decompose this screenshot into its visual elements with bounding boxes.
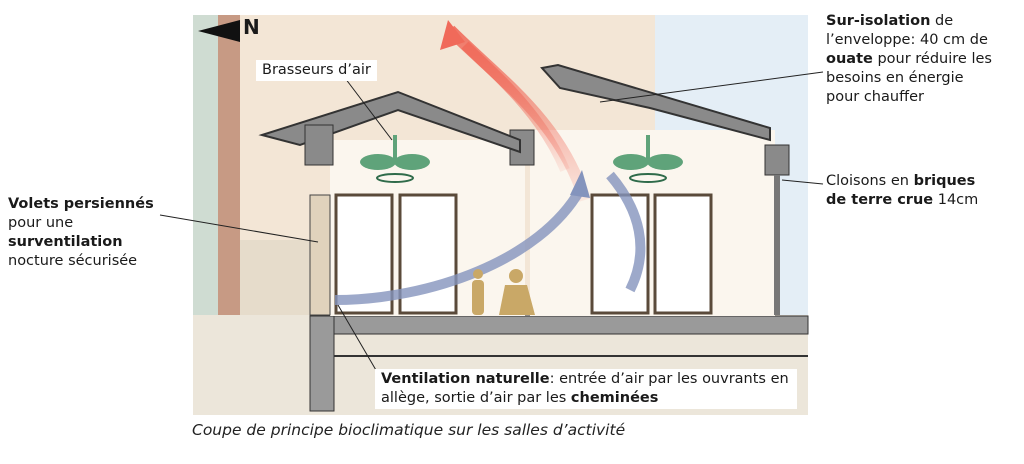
label-cloisons: Cloisons en briques de terre crue 14cm — [826, 172, 996, 210]
people-silhouettes — [472, 269, 535, 315]
warm-arrow-head — [440, 20, 465, 50]
label-text: 14cm — [933, 192, 979, 208]
label-text: pour une — [8, 215, 74, 231]
label-brasseurs-dair: Brasseurs d’air — [256, 60, 377, 81]
roof-right — [540, 63, 771, 142]
label-bold: briques de terre crue — [826, 173, 976, 208]
label-bold: Ventilation naturelle — [381, 371, 550, 387]
foundation — [309, 315, 335, 412]
label-text: Cloisons en — [826, 173, 914, 189]
label-bold: surventilation — [8, 234, 123, 250]
label-text: : entrée d’air par les ouvrants en allèg… — [381, 371, 789, 406]
label-bold: ouate — [826, 51, 873, 67]
ceiling-fan-right — [613, 135, 683, 183]
label-text: Brasseurs d’air — [262, 62, 371, 78]
cool-arrow-head — [570, 170, 590, 198]
label-bold: cheminées — [570, 390, 659, 406]
ceiling-fan-left — [360, 135, 430, 183]
north-arrow-icon — [198, 20, 240, 42]
figure-caption: Coupe de principe bioclimatique sur les … — [192, 421, 626, 439]
label-sur-isolation: Sur-isolation de l’enveloppe: 40 cm de o… — [826, 12, 1001, 107]
floor-slab — [309, 315, 809, 335]
compass-label: N — [243, 15, 260, 39]
roof-left — [258, 90, 521, 154]
louvered-shutter — [309, 194, 331, 316]
stone-wall — [240, 240, 310, 315]
vegetation — [193, 15, 218, 315]
label-text: pour réduire les besoins en énergie pour… — [826, 51, 992, 105]
brick-wall — [218, 15, 240, 315]
window — [653, 193, 713, 315]
label-bold: Sur-isolation — [826, 13, 931, 29]
label-text: nocture sécurisée — [8, 253, 138, 269]
chimney-right — [764, 144, 790, 176]
cool-air-arrow — [606, 171, 646, 293]
wall-column-left — [304, 124, 334, 166]
brick-partition — [774, 175, 780, 315]
label-ventilation: Ventilation naturelle: entrée d’air par … — [375, 369, 797, 409]
label-bold: Volets persiennés — [8, 196, 154, 212]
label-volets: Volets persiennés pour une surventilatio… — [8, 195, 168, 271]
warm-air-arrow — [461, 41, 570, 172]
label-text: de l’enveloppe: 40 cm de — [826, 13, 988, 48]
